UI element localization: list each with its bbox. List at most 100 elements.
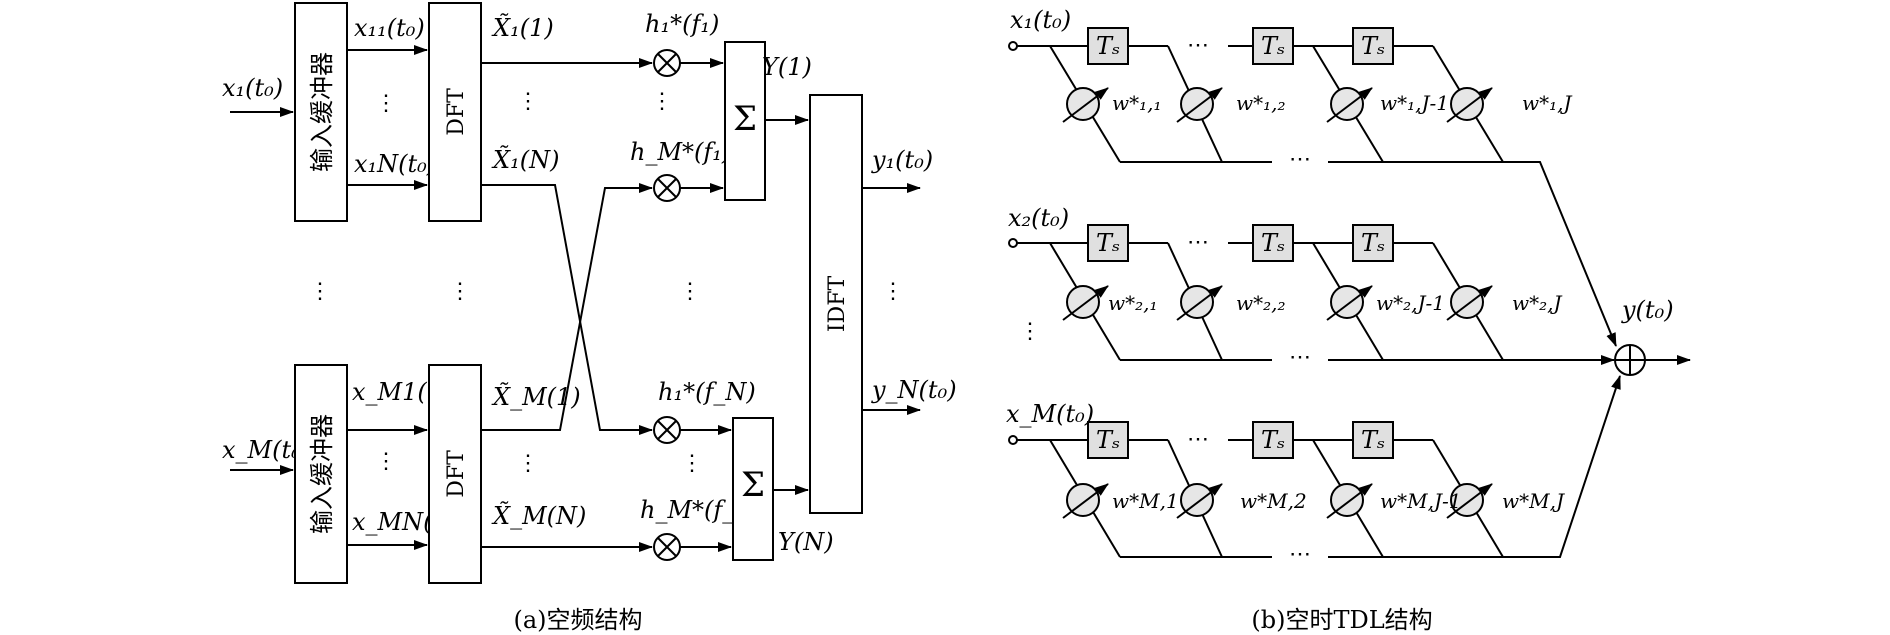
- combine-line-top: [1503, 161, 1617, 347]
- vdots: ⋮: [375, 91, 397, 116]
- vdots: ⋮: [517, 451, 539, 476]
- idft-block: [809, 94, 863, 514]
- buffer-label-bottom: 输入缓冲器: [308, 414, 336, 534]
- mixer-4: [653, 533, 681, 561]
- sum-out-label-top: Y(1): [762, 53, 812, 81]
- mixer-2: [653, 174, 681, 202]
- weight-label-1: h₁*(f₁): [645, 10, 719, 38]
- delay-label: Tₛ: [1261, 229, 1285, 257]
- w-label: w*₁,₂: [1236, 91, 1286, 115]
- delay-box: [1087, 27, 1129, 65]
- delay-label: Tₛ: [1261, 32, 1285, 60]
- buf-out-label-2: x₁N(t₀): [354, 150, 436, 178]
- input-buffer-bottom: [294, 364, 348, 584]
- delay-box: [1352, 27, 1394, 65]
- delay-label: Tₛ: [1361, 32, 1385, 60]
- w-label: w*M,2: [1240, 489, 1307, 513]
- input-label-top: x₁(t₀): [222, 74, 283, 102]
- w-label: w*₁,J: [1522, 91, 1572, 115]
- tdl-input-label-2: x₂(t₀): [1008, 204, 1069, 232]
- tdl-row-m: x_M(t₀) Tₛ ⋯ Tₛ Tₛ w*M,1 w*M,2 w*M,J-1: [1006, 400, 1565, 567]
- weight-circle: [1062, 87, 1109, 123]
- hdots: ⋯: [1289, 542, 1311, 567]
- weight-circle: [1326, 285, 1373, 321]
- output-label: y(t₀): [1621, 296, 1674, 324]
- w-label: w*₂,J-1: [1376, 291, 1445, 315]
- delay-box: [1352, 224, 1394, 262]
- delay-box: [1252, 224, 1294, 262]
- sum-symbol-bottom: Σ: [741, 465, 765, 505]
- summing-node: [1614, 344, 1646, 376]
- delay-label: Tₛ: [1361, 426, 1385, 454]
- delay-label: Tₛ: [1096, 229, 1120, 257]
- dft-out-label-1: X̃₁(1): [491, 14, 554, 42]
- delay-label: Tₛ: [1096, 32, 1120, 60]
- tdl-row-1: x₁(t₀) Tₛ ⋯ Tₛ Tₛ w*₁,₁ w*₁,₂ w*₁,J-: [1008, 6, 1572, 172]
- space-frequency-panel: x₁(t₀) x_M(t₀) 输入缓冲器 输入缓冲器 x₁₁(t₀) x₁N(t…: [222, 2, 957, 634]
- dft-label-top: DFT: [444, 88, 469, 136]
- dft-out-label-2: X̃₁(N): [491, 146, 559, 174]
- vdots: ⋮: [375, 449, 397, 474]
- weight-circle: [1062, 285, 1109, 321]
- weight-circle: [1062, 483, 1109, 519]
- weight-circle: [1326, 87, 1373, 123]
- hdots: ⋯: [1289, 147, 1311, 172]
- tdl-input-label-m: x_M(t₀): [1006, 400, 1094, 428]
- vdots: ⋮: [681, 451, 703, 476]
- w-label: w*₂,J: [1512, 291, 1562, 315]
- delay-box: [1087, 421, 1129, 459]
- buffer-label-top: 输入缓冲器: [308, 52, 336, 172]
- dft-out-label-4: X̃_M(N): [491, 502, 586, 530]
- input-buffer-top: [294, 2, 348, 222]
- weight-circle: [1446, 87, 1493, 123]
- weight-label-2: h_M*(f₁): [630, 138, 731, 166]
- w-label: w*₁,J-1: [1380, 91, 1449, 115]
- combine-line-bottom: [1530, 375, 1621, 558]
- cross-line-down: [481, 184, 653, 435]
- delay-label: Tₛ: [1096, 426, 1120, 454]
- sum-symbol-top: Σ: [733, 99, 757, 139]
- weight-circle: [1176, 285, 1223, 321]
- weight-circle: [1176, 87, 1223, 123]
- idft-label: IDFT: [825, 276, 850, 333]
- delay-box: [1087, 224, 1129, 262]
- vdots: ⋮: [1019, 319, 1041, 344]
- sum-block-top: [724, 41, 766, 201]
- idft-out-label-n: y_N(t₀): [871, 376, 957, 404]
- dft-block-bottom: [428, 364, 482, 584]
- w-label: w*₁,₁: [1112, 91, 1162, 115]
- input-node-2: [1008, 238, 1018, 248]
- w-label: w*M,1: [1112, 489, 1179, 513]
- cross-line-up: [481, 183, 653, 431]
- hdots: ⋯: [1187, 33, 1209, 58]
- vdots: ⋮: [651, 89, 673, 114]
- buf-out-label-1: x₁₁(t₀): [354, 14, 425, 42]
- idft-out-label-1: y₁(t₀): [871, 146, 933, 174]
- mixer-1: [653, 49, 681, 77]
- weight-label-3: h₁*(f_N): [658, 378, 756, 406]
- w-label: w*₂,₂: [1236, 291, 1286, 315]
- weight-circle: [1446, 285, 1493, 321]
- vdots: ⋮: [882, 279, 904, 304]
- sum-out-label-bottom: Y(N): [778, 528, 834, 556]
- caption-a: (a)空频结构: [513, 606, 642, 634]
- dft-block-top: [428, 2, 482, 222]
- hdots: ⋯: [1289, 345, 1311, 370]
- caption-b: (b)空时TDL结构: [1251, 606, 1432, 634]
- w-label: w*₂,₁: [1108, 291, 1158, 315]
- delay-box: [1252, 27, 1294, 65]
- weight-circle: [1446, 483, 1493, 519]
- vdots: ⋮: [309, 279, 331, 304]
- delay-label: Tₛ: [1261, 426, 1285, 454]
- tdl-row-2: x₂(t₀) Tₛ ⋯ Tₛ Tₛ w*₂,₁ w*₂,₂ w*₂,J-1: [1008, 204, 1615, 370]
- input-node-m: [1008, 435, 1018, 445]
- w-label: w*M,J-1: [1380, 489, 1461, 513]
- tdl-input-label-1: x₁(t₀): [1010, 6, 1071, 34]
- hdots: ⋯: [1187, 230, 1209, 255]
- hdots: ⋯: [1187, 427, 1209, 452]
- space-time-tdl-panel: x₁(t₀) Tₛ ⋯ Tₛ Tₛ w*₁,₁ w*₁,₂ w*₁,J-: [1006, 6, 1691, 634]
- mixer-3: [653, 416, 681, 444]
- delay-label: Tₛ: [1361, 229, 1385, 257]
- weight-circle: [1326, 483, 1373, 519]
